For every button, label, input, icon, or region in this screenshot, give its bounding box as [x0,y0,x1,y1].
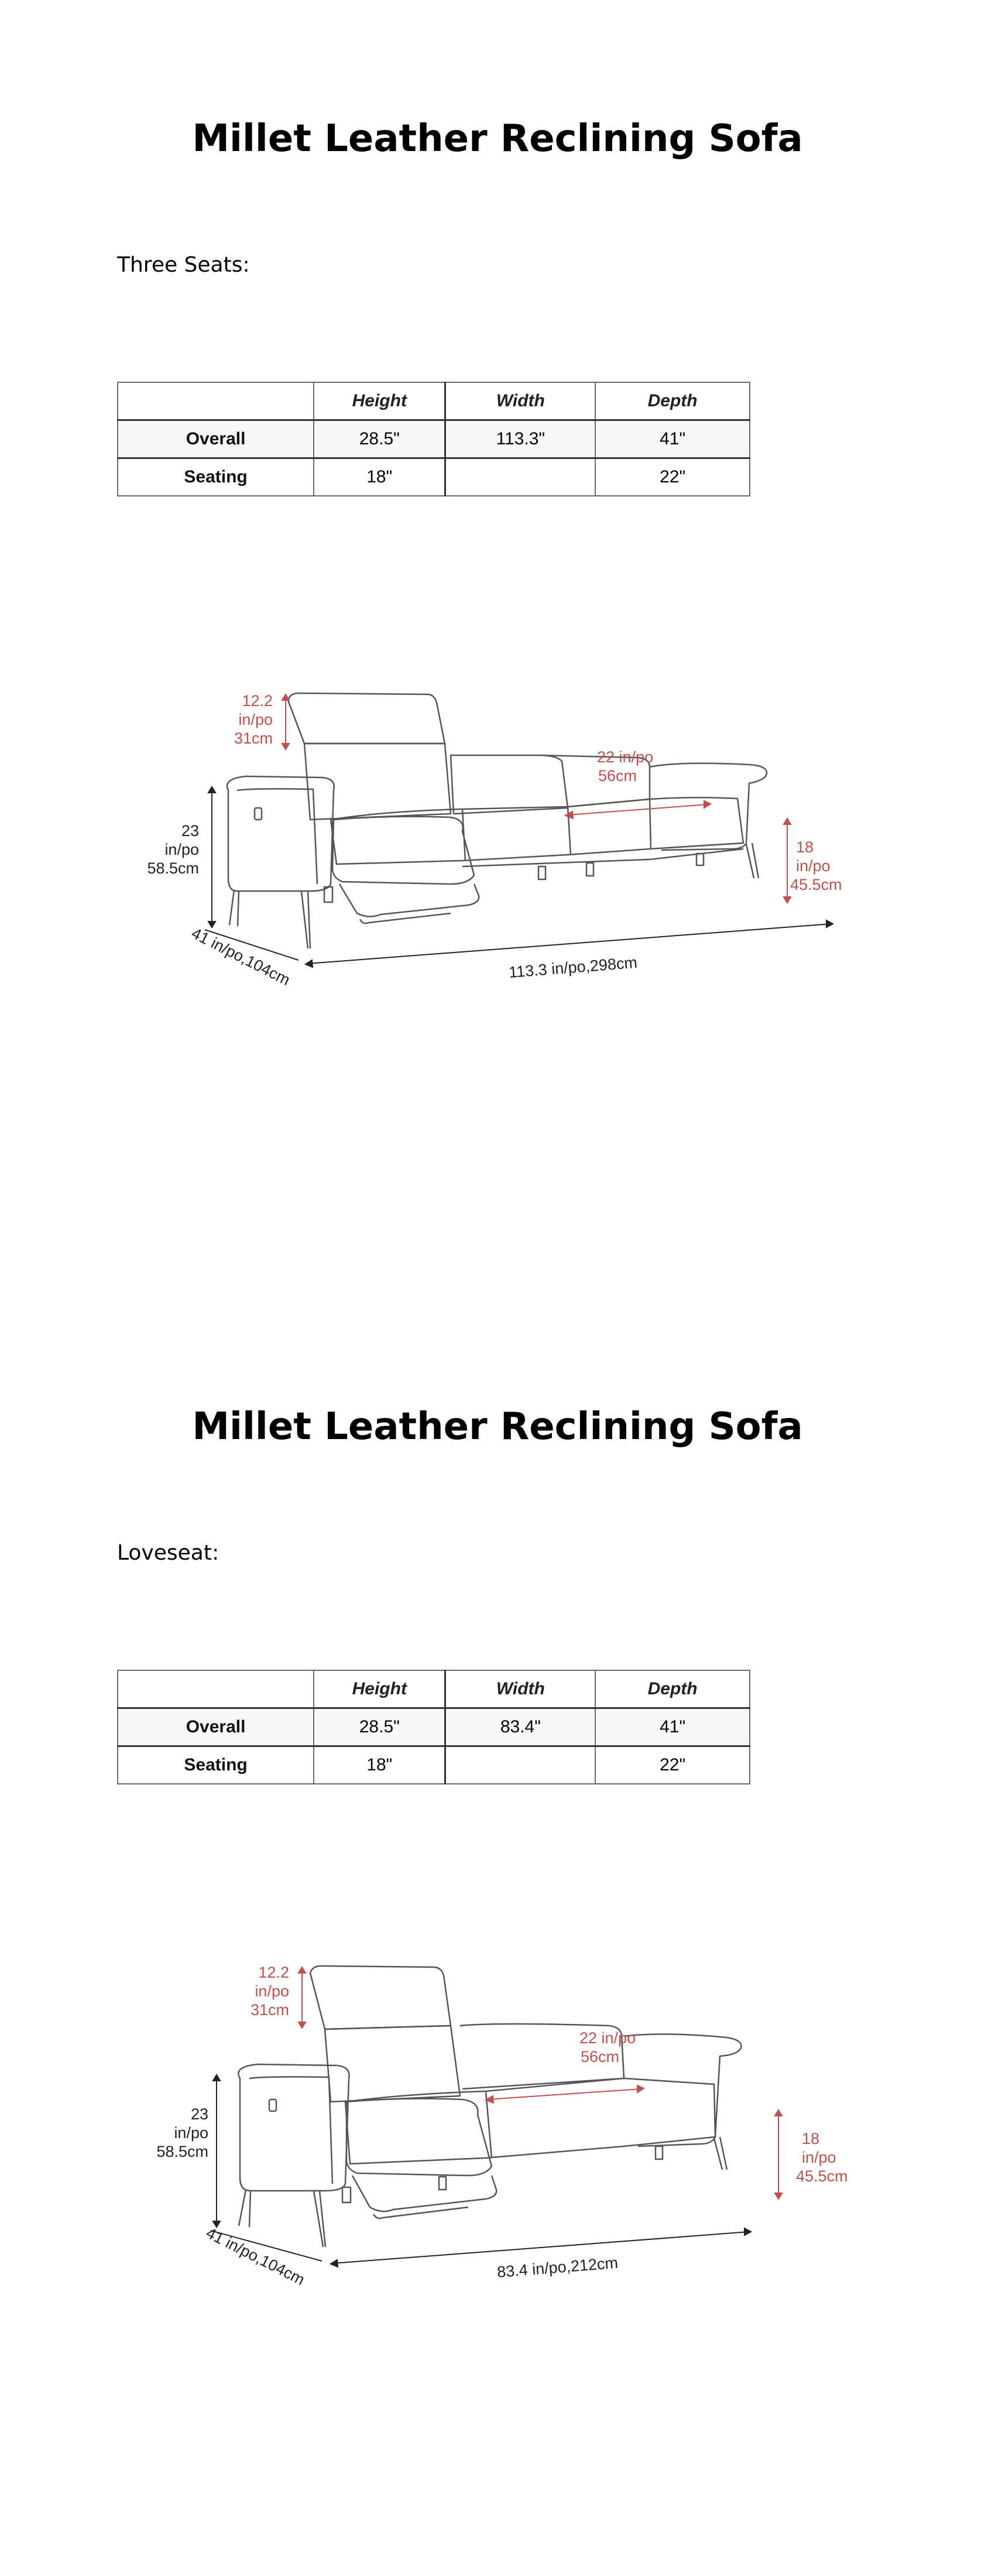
table-row: Seating 18" 22" [116,1745,750,1784]
section-subtitle: Three Seats: [117,253,250,277]
height-label-3: 58.5cm [156,2143,208,2160]
height-label-3: 58.5cm [147,859,199,877]
page-title: Millet Leather Reclining Sofa [192,117,803,160]
loveseat-section: Millet Leather Reclining Sofa Loveseat: … [0,1288,995,2576]
header-depth: Depth [595,382,750,421]
height-label-2: in/po [174,2124,208,2142]
seat-depth-label-2: 56cm [598,767,637,785]
table-cell: 83.4" [444,1707,596,1747]
seat-height-label-2: in/po [796,857,831,875]
seat-height-label-3: 45.5cm [790,876,842,893]
table-cell: 18" [313,1745,446,1784]
width-label: 113.3 in/po,298cm [508,954,638,981]
table-cell [444,1745,596,1784]
seat-height-label-3: 45.5cm [796,2167,848,2185]
page-title: Millet Leather Reclining Sofa [192,1405,803,1448]
header-width: Width [444,382,596,421]
table-header-row: Height Width Depth [116,382,750,421]
table-cell: 22" [595,457,750,496]
table-header-row: Height Width Depth [116,1670,750,1709]
seat-height-label-1: 18 [802,2130,819,2147]
header-cell [116,382,315,421]
headrest-label-1: 12.2 [258,1964,289,1981]
sofa-drawing: 12.2 in/po 31cm 22 in/po 56cm 18 in/po 4… [147,692,842,989]
sofa-dimension-diagram: 12.2 in/po 31cm 22 in/po 56cm 18 in/po 4… [135,673,866,1025]
dimensions-table: Height Width Depth Overall 28.5" 83.4" 4… [116,1670,750,1784]
dimensions-table: Height Width Depth Overall 28.5" 113.3" … [116,382,750,496]
seat-height-label-1: 18 [796,838,814,856]
table-row: Seating 18" 22" [116,457,750,496]
table-cell: 28.5" [313,1707,446,1747]
seat-height-label-2: in/po [802,2149,836,2166]
section-subtitle: Loveseat: [117,1541,219,1565]
table-row: Overall 28.5" 113.3" 41" [116,419,750,459]
table-cell: 113.3" [444,419,596,459]
row-label: Overall [116,1707,315,1747]
table-row: Overall 28.5" 83.4" 41" [116,1707,750,1747]
header-cell [116,1670,315,1709]
header-depth: Depth [595,1670,750,1709]
header-height: Height [313,382,446,421]
header-width: Width [444,1670,596,1709]
loveseat-dimension-diagram: 12.2 in/po 31cm 22 in/po 56cm 18 in/po 4… [135,1961,866,2313]
headrest-label-2: in/po [255,1982,289,2000]
depth-label: 41 in/po,104cm [203,2224,307,2289]
width-label: 83.4 in/po,212cm [496,2254,619,2281]
table-cell: 41" [595,1707,750,1747]
row-label: Seating [116,1745,315,1784]
loveseat-drawing: 12.2 in/po 31cm 22 in/po 56cm 18 in/po 4… [156,1964,848,2289]
headrest-label-3: 31cm [251,2001,289,2019]
height-label-1: 23 [181,822,199,840]
headrest-label-2: in/po [238,711,273,728]
height-label-2: in/po [164,841,199,858]
table-cell: 28.5" [313,419,446,459]
headrest-label-3: 31cm [234,729,273,747]
row-label: Overall [116,419,315,459]
row-label: Seating [116,457,315,496]
seat-depth-label-1: 22 in/po [579,2029,636,2047]
depth-label: 41 in/po,104cm [188,924,293,989]
seat-depth-label-2: 56cm [581,2048,619,2065]
table-cell: 18" [313,457,446,496]
table-cell: 22" [595,1745,750,1784]
headrest-label-1: 12.2 [242,692,273,710]
three-seats-section: Millet Leather Reclining Sofa Three Seat… [116,117,866,1025]
seat-depth-label-1: 22 in/po [597,748,653,766]
height-label-1: 23 [191,2105,208,2123]
header-height: Height [313,1670,446,1709]
table-cell: 41" [595,419,750,459]
table-cell [444,457,596,496]
